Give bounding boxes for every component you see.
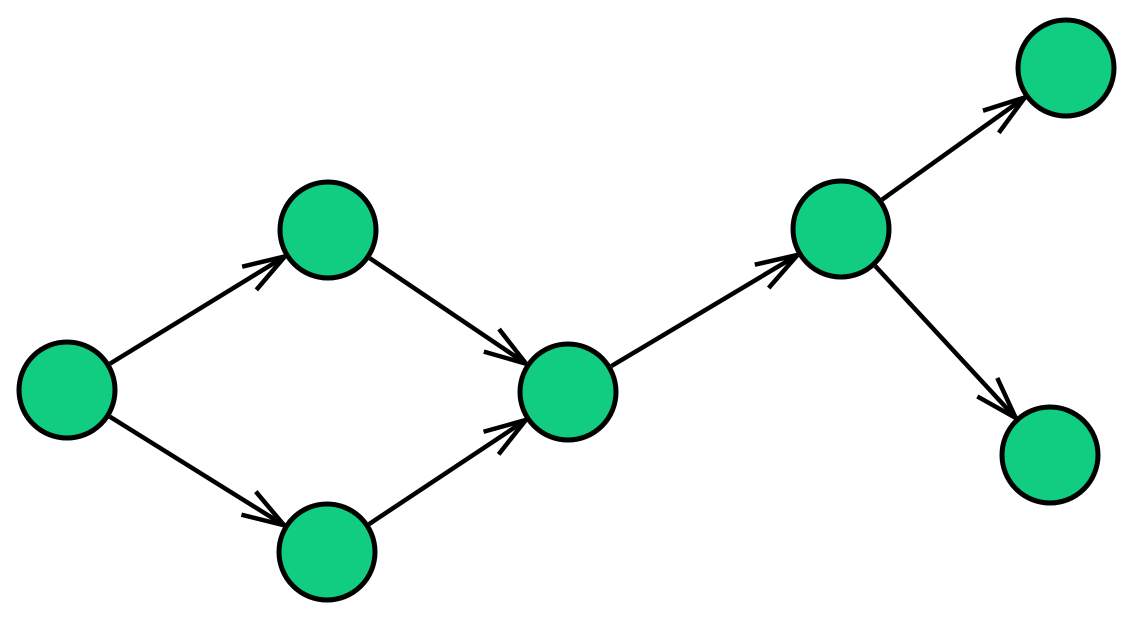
edges-layer: [108, 93, 1031, 530]
graph-node: [517, 341, 619, 443]
arrowhead-icon: [241, 252, 292, 292]
edge-line: [873, 264, 1018, 420]
graph-node: [999, 404, 1101, 506]
graph-edge: [367, 415, 532, 526]
arrowhead-icon: [483, 327, 533, 368]
edge-line: [610, 252, 799, 369]
graph-edge: [610, 251, 804, 369]
arrowhead-icon: [982, 93, 1031, 135]
graph-node: [276, 501, 378, 603]
graph-node: [16, 339, 118, 441]
nodes-layer: [16, 17, 1117, 603]
graph-node: [277, 179, 379, 281]
edge-line: [368, 256, 528, 366]
graph-node: [1015, 17, 1117, 119]
edge-line: [108, 414, 286, 528]
graph-edge: [880, 93, 1031, 202]
arrowhead-icon: [240, 490, 291, 530]
graph-edge: [368, 256, 533, 368]
edge-line: [108, 254, 287, 366]
graph-edge: [108, 252, 292, 366]
arrowhead-icon: [976, 377, 1021, 424]
arrowhead-icon: [754, 251, 804, 290]
arrowhead-icon: [482, 415, 532, 456]
graph-edge: [108, 414, 291, 530]
edge-line: [880, 95, 1027, 202]
graph-node: [790, 178, 892, 280]
edge-line: [367, 418, 528, 526]
graph-edge: [873, 264, 1021, 424]
